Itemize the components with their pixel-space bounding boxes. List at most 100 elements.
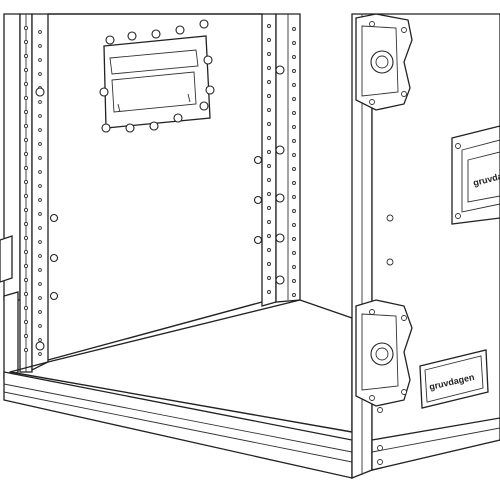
rail-hole (23, 207, 29, 213)
rail-hole (292, 167, 296, 171)
rail-hole (38, 240, 42, 244)
rail-hole (267, 234, 271, 238)
rail-hole (23, 347, 29, 353)
rail-hole (292, 251, 296, 255)
left-rail-holes (23, 25, 59, 356)
rail-hole (267, 220, 271, 224)
plate-screw (99, 87, 109, 97)
rail-hole (38, 352, 42, 356)
rail-screw (275, 193, 285, 203)
rail-hole (292, 97, 296, 101)
rail-hole (23, 221, 29, 227)
rail-hole (38, 212, 42, 216)
rail-hole (267, 178, 271, 182)
rail-hole (23, 319, 29, 325)
top-butterfly-latch[interactable] (355, 13, 413, 111)
rail-hole (23, 291, 29, 297)
rail-hole (267, 206, 271, 210)
rail-hole (267, 122, 271, 126)
left-rack-rail (0, 13, 49, 379)
rail-hole (267, 192, 271, 196)
plate-screw (151, 29, 161, 39)
rail-hole (38, 142, 42, 146)
rear-wall (47, 13, 263, 361)
rail-hole (292, 279, 296, 283)
plate-screw (175, 25, 185, 35)
rail-screw (49, 253, 59, 263)
rail-hole (292, 181, 296, 185)
rail-hole (267, 164, 271, 168)
plate-screw (173, 113, 183, 123)
rail-hole (38, 254, 42, 258)
rail-hole (292, 265, 296, 269)
rail-screw (35, 87, 45, 97)
rail-hole (292, 111, 296, 115)
rail-hole (23, 235, 29, 241)
rail-hole (292, 237, 296, 241)
rail-screw (253, 155, 263, 165)
rail-hole (38, 198, 42, 202)
rail-hole (267, 136, 271, 140)
rail-hole (292, 223, 296, 227)
rail-hole (23, 67, 29, 73)
rail-hole (23, 151, 29, 157)
rail-hole (23, 25, 29, 31)
rail-screw (275, 145, 285, 155)
rail-hole (38, 128, 42, 132)
rail-hole (267, 276, 271, 280)
rail-hole (38, 268, 42, 272)
rail-hole (23, 333, 29, 339)
rail-hole (292, 209, 296, 213)
rail-hole (267, 80, 271, 84)
right-rail-holes (253, 24, 296, 297)
rail-hole (38, 184, 42, 188)
rail-hole (38, 226, 42, 230)
rail-screw (49, 291, 59, 301)
plate-screw (127, 31, 137, 41)
rail-hole (267, 94, 271, 98)
rail-hole (38, 30, 42, 34)
side-recessed-handle[interactable]: gruvdagen (451, 125, 500, 225)
plate-screw (199, 19, 209, 29)
rail-hole (38, 72, 42, 76)
rail-hole (267, 24, 271, 28)
rail-screw (275, 65, 285, 75)
rail-hole (23, 165, 29, 171)
rail-screw (35, 341, 45, 351)
plate-screw (125, 123, 135, 133)
rail-hole (23, 263, 29, 269)
rail-hole (38, 58, 42, 62)
rail-hole (267, 38, 271, 42)
rail-hole (38, 338, 42, 342)
rail-hole (38, 324, 42, 328)
plate-screw (101, 123, 111, 133)
rail-hole (267, 52, 271, 56)
rail-screw (253, 235, 263, 245)
rail-hole (292, 195, 296, 199)
rail-hole (23, 81, 29, 87)
rail-hole (292, 139, 296, 143)
plate-screw (105, 35, 115, 45)
rail-hole (267, 150, 271, 154)
rail-hole (267, 290, 271, 294)
bottom-butterfly-latch[interactable] (355, 299, 413, 407)
rail-screw (275, 275, 285, 285)
case-floor (3, 299, 353, 479)
rail-hole (23, 109, 29, 115)
plate-screw (205, 85, 215, 95)
rear-vent-plate (103, 35, 211, 129)
brand-badge: gruvdagen (419, 349, 489, 409)
rail-hole (38, 100, 42, 104)
rail-hole (23, 277, 29, 283)
rail-hole (292, 27, 296, 31)
rail-hole (267, 66, 271, 70)
rail-hole (292, 83, 296, 87)
rail-hole (292, 55, 296, 59)
rail-screw (49, 213, 59, 223)
rail-hole (267, 262, 271, 266)
plate-screws (99, 19, 215, 133)
rail-hole (38, 44, 42, 48)
rail-hole (38, 296, 42, 300)
